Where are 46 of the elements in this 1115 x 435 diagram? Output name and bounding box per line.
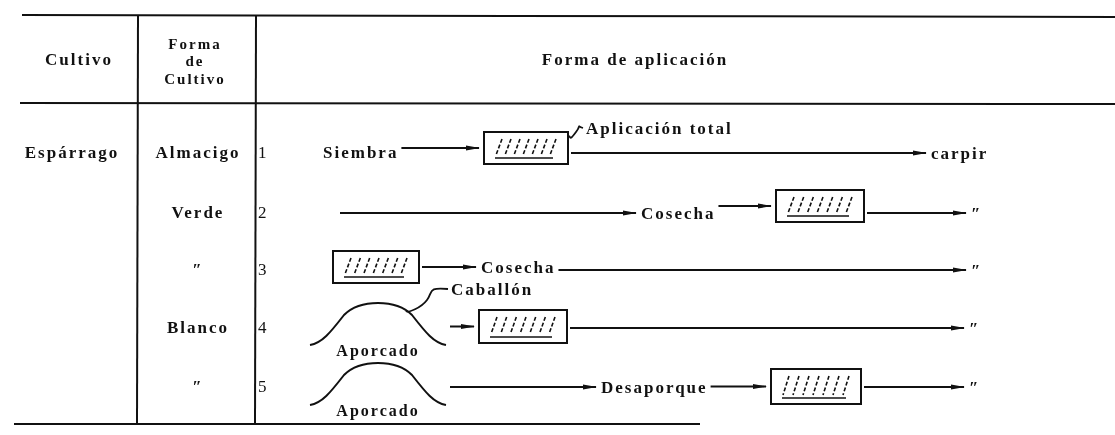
arrow: [866, 210, 967, 216]
step-label: Cosecha: [480, 254, 557, 280]
column-header: Cultivo: [44, 49, 114, 72]
hatched-box: [770, 368, 862, 405]
arrow: [557, 267, 967, 273]
hatched-box: [483, 131, 569, 165]
step-label: Desaporque: [600, 374, 709, 400]
table-cell-text: Verde: [170, 202, 226, 225]
row-number: 1: [258, 142, 268, 165]
arrow: [717, 203, 772, 209]
ridge-mound: Aporcado: [308, 361, 448, 419]
row-number: 3: [258, 259, 268, 282]
arrow: [709, 384, 767, 389]
arrow: [400, 145, 480, 151]
arrow: [863, 384, 965, 390]
leader-line: [405, 287, 449, 313]
column-header: Forma de aplicación: [540, 49, 730, 72]
step-label: Aplicación total: [585, 115, 734, 141]
step-label: Siembra: [322, 139, 400, 165]
arrow: [339, 210, 637, 216]
row-number: 4: [258, 317, 268, 340]
hatched-box: [332, 250, 420, 284]
step-label: ″: [970, 257, 984, 283]
step-label: ″: [968, 315, 982, 341]
column-header: Forma de Cultivo: [163, 35, 227, 89]
arrow: [570, 150, 927, 156]
leader-line: [568, 125, 584, 139]
table-cell-text: ″: [191, 259, 205, 282]
step-label: Caballón: [450, 278, 535, 300]
table-cell-text: Almacigo: [154, 142, 242, 165]
table-cell-text: ″: [191, 376, 205, 399]
row-number: 5: [258, 376, 268, 399]
arrow: [449, 324, 475, 329]
hatched-box: [478, 309, 568, 344]
table-cell-text: Espárrago: [23, 142, 121, 165]
row-number: 2: [258, 202, 268, 225]
step-label: carpir: [930, 140, 990, 166]
arrow: [569, 325, 965, 331]
hatched-box: [775, 189, 865, 223]
ridge-mound: Aporcado: [308, 301, 448, 359]
table-cell-text: Blanco: [165, 317, 231, 340]
step-label: Cosecha: [640, 200, 717, 226]
step-label: ″: [970, 200, 984, 226]
arrow: [421, 264, 477, 270]
step-label: ″: [968, 374, 982, 400]
arrow: [449, 384, 597, 390]
